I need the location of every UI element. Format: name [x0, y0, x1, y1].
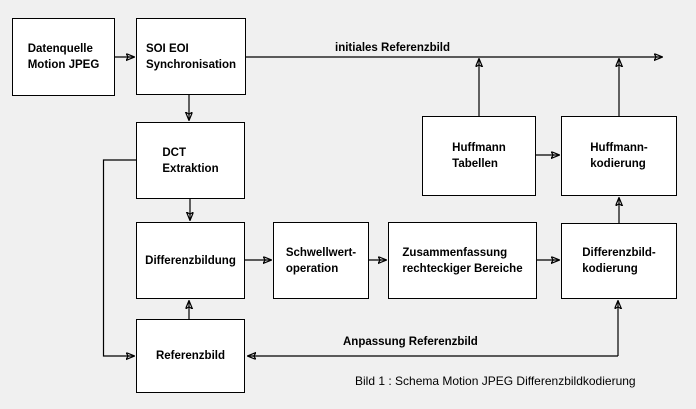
- label-initiales-referenzbild: initiales Referenzbild: [335, 42, 451, 54]
- box-zusammenfassung-bereiche: Zusammenfassung rechteckiger Bereiche: [388, 222, 537, 299]
- label-anpassung-referenzbild: Anpassung Referenzbild: [343, 336, 478, 348]
- box-differenzbild-kodierung-label: Differenzbild- kodierung: [582, 247, 656, 275]
- box-huffmann-kodierung-label: Huffmann- kodierung: [590, 142, 648, 170]
- box-soi-eoi-synchronisation: SOI EOI Synchronisation: [136, 18, 246, 95]
- box-huffmann-tabellen: Huffmann Tabellen: [422, 116, 536, 196]
- box-zusammenfassung-label: Zusammenfassung rechteckiger Bereiche: [402, 246, 523, 275]
- box-dct-label: DCT Extraktion: [162, 146, 219, 175]
- box-datenquelle-label: Datenquelle Motion JPEG: [27, 43, 100, 71]
- box-schwellwert-label: Schwellwert- operation: [285, 246, 357, 275]
- box-differenzbildung: Differenzbildung: [136, 222, 245, 299]
- box-differenzbildung-label: Differenzbildung: [145, 254, 236, 267]
- box-huffmann-tabellen-label: Huffmann Tabellen: [452, 142, 506, 170]
- box-huffmann-kodierung: Huffmann- kodierung: [561, 116, 677, 196]
- figure-caption: Bild 1 : Schema Motion JPEG Differenzbil…: [355, 374, 636, 388]
- box-referenzbild: Referenzbild: [136, 319, 245, 393]
- box-differenzbild-kodierung: Differenzbild- kodierung: [561, 223, 677, 299]
- box-dct-extraktion: DCT Extraktion: [136, 122, 245, 199]
- box-datenquelle-motion-jpeg: Datenquelle Motion JPEG: [12, 18, 115, 96]
- box-soi-eoi-label: SOI EOI Synchronisation: [145, 42, 237, 71]
- box-referenzbild-label: Referenzbild: [155, 350, 225, 362]
- edge-dct-to-referenzbild: [102, 159, 136, 356]
- box-schwellwert-operation: Schwellwert- operation: [273, 222, 369, 299]
